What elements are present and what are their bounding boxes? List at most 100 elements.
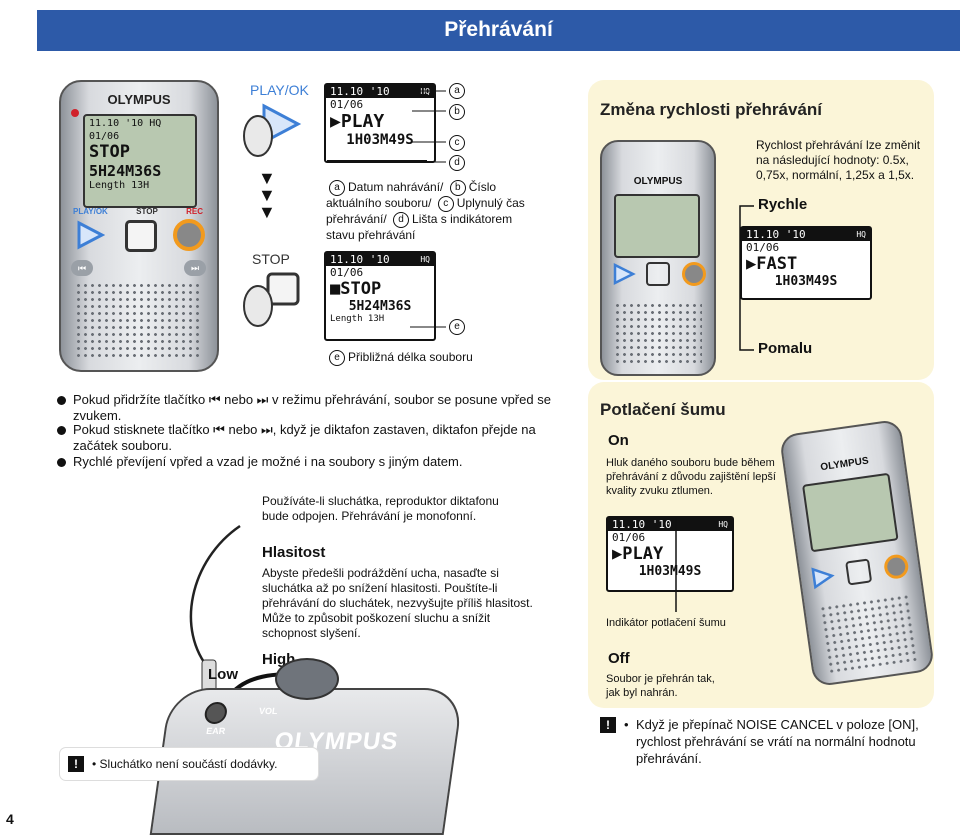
noise-lcd-time: 1H03M49S: [638, 564, 702, 579]
bullet-1: Pokud přidržíte tlačítko ⏮ nebo ⏭ v reži…: [57, 392, 563, 424]
bullet-2-text: Pokud stisknete tlačítko ⏮ nebo ⏭, když …: [73, 422, 536, 453]
screen-file: 01/06: [89, 131, 120, 142]
speed-grille: [614, 302, 702, 366]
bullet-2: Pokud stisknete tlačítko ⏮ nebo ⏭, když …: [57, 422, 563, 454]
speed-panel: Změna rychlosti přehrávání OLYMPUS Rychl…: [588, 80, 934, 380]
noise-stop-icon: [845, 558, 873, 586]
volume-title: Hlasitost: [262, 544, 326, 561]
down-arrows: ▼▼▼: [258, 168, 276, 222]
noise-grille: [818, 593, 918, 674]
warning-icon: !: [68, 756, 84, 772]
lcd-play-status: PLAY: [340, 111, 385, 132]
legend-d: Lišta s indikátorem stavu přehrávání: [326, 212, 513, 242]
lcd-stop-date: 11.10 '10: [330, 253, 390, 266]
lcd-stop-length: Length 13H: [330, 314, 385, 324]
callout-b: b: [449, 104, 465, 120]
fast-label: Rychle: [758, 196, 808, 213]
screen-length: Length 13H: [89, 180, 150, 191]
bullet-1-text: Pokud přidržíte tlačítko ⏮ nebo ⏭ v reži…: [73, 392, 551, 423]
lcd-play-progress: [327, 160, 427, 163]
callout-c: c: [449, 135, 465, 151]
headphone-note: Používáte-li sluchátka, reproduktor dikt…: [262, 494, 499, 523]
earphone-note-text: Sluchátko není součástí dodávky.: [99, 757, 278, 771]
rec-button[interactable]: [173, 219, 205, 251]
noise-lcd: 11.10 '10 HQ 01/06 ▶PLAY 1H03M49S: [606, 516, 734, 592]
bullet-3: Rychlé převíjení vpřed a vzad je možné i…: [57, 454, 563, 470]
device-play-label: PLAY/OK: [73, 207, 108, 216]
speed-lcd-mode: HQ: [856, 230, 866, 239]
legend-c: Uplynulý čas přehrávání/: [326, 196, 525, 227]
noise-off-title: Off: [608, 650, 630, 667]
speed-play-icon: [613, 262, 636, 286]
noise-lcd-mode: HQ: [718, 520, 728, 529]
lcd-play: 11.10 '10 HQ 01/06 ▶PLAY 1H03M49S: [324, 83, 436, 163]
stop-button-callout-icon: [243, 272, 300, 327]
play-ok-label: PLAY/OK: [250, 82, 309, 98]
lcd-stop-mode: HQ: [420, 255, 430, 264]
forward-button[interactable]: ⏭: [184, 260, 206, 276]
device-screen: 11.10 '10 HQ 01/06 STOP 5H24M36S Length …: [83, 114, 197, 208]
speed-description: Rychlost přehrávání lze změnit na násled…: [756, 138, 921, 182]
stop-label: STOP: [252, 251, 290, 267]
lcd-stop-file: 01/06: [330, 266, 364, 279]
speed-bracket: [739, 205, 754, 351]
page-title: Přehrávání: [444, 18, 553, 41]
legend-b: Číslo aktuálního souboru/: [326, 180, 497, 211]
legend-e: Přibližná délka souboru: [348, 350, 473, 365]
speaker-grille: [75, 282, 201, 360]
ear-jack: [203, 702, 229, 724]
play-button-icon[interactable]: [75, 220, 105, 250]
play-button-callout-icon: [243, 103, 302, 157]
screen-status: STOP: [89, 142, 130, 162]
callout-e: e: [449, 319, 465, 335]
speed-device: OLYMPUS: [600, 140, 716, 376]
noise-on-text: Hluk daného souboru bude během přehráván…: [606, 457, 776, 497]
noise-off-text: Soubor je přehrán tak, jak byl nahrán.: [606, 673, 715, 699]
rec-led: [71, 109, 79, 117]
slow-label: Pomalu: [758, 340, 813, 357]
lcd-play-file: 01/06: [330, 98, 364, 111]
noise-note-warning-icon: !: [600, 717, 616, 733]
speed-lcd-status: FAST: [756, 254, 798, 274]
legend-a: Datum nahrávání/: [348, 180, 444, 195]
speed-device-brand: OLYMPUS: [633, 176, 683, 187]
noise-on-title: On: [608, 432, 629, 449]
callout-d: d: [449, 155, 465, 171]
noise-panel: Potlačení šumu On Hluk daného souboru bu…: [588, 382, 936, 708]
bullet-3-text: Rychlé převíjení vpřed a vzad je možné i…: [73, 454, 463, 469]
lcd-play-date: 11.10 '10: [330, 85, 390, 98]
device-brand: OLYMPUS: [107, 92, 171, 107]
noise-lcd-date: 11.10 '10: [612, 518, 672, 531]
noise-device: OLYMPUS: [778, 418, 936, 688]
screen-mode: HQ: [149, 118, 162, 129]
volume-knob: [275, 658, 339, 700]
low-label: Low: [208, 666, 238, 683]
speed-rec-icon: [682, 262, 706, 286]
header-bar: Přehrávání: [37, 10, 960, 51]
vol-label: VOL: [258, 706, 279, 716]
noise-play-icon: [811, 567, 835, 590]
stop-button[interactable]: [125, 220, 157, 252]
indicator-callout: [675, 518, 677, 612]
noise-note: • Když je přepínač NOISE CANCEL v poloze…: [624, 716, 924, 767]
callout-a: a: [449, 83, 465, 99]
earphone-note-box: ! • Sluchátko není součástí dodávky.: [60, 748, 318, 780]
lcd-stop-time: 5H24M36S: [348, 299, 412, 314]
screen-date: 11.10 '10: [89, 118, 144, 129]
screen-time: 5H24M36S: [89, 162, 162, 180]
ear-label: EAR: [205, 726, 227, 736]
lcd-play-time: 1H03M49S: [346, 132, 414, 148]
device-rec-label: REC: [186, 207, 203, 216]
speed-lcd: 11.10 '10 HQ 01/06 ▶FAST 1H03M49S: [740, 226, 872, 300]
speed-lcd-date: 11.10 '10: [746, 228, 806, 241]
noise-device-screen: [801, 472, 899, 553]
rewind-button[interactable]: ⏮: [71, 260, 93, 276]
page-number: 4: [6, 811, 14, 827]
lcd-stop-status: STOP: [340, 279, 382, 299]
noise-lcd-file: 01/06: [612, 531, 646, 544]
speed-lcd-file: 01/06: [746, 241, 780, 254]
noise-rec-icon: [882, 553, 910, 581]
speed-device-screen: [614, 194, 700, 258]
